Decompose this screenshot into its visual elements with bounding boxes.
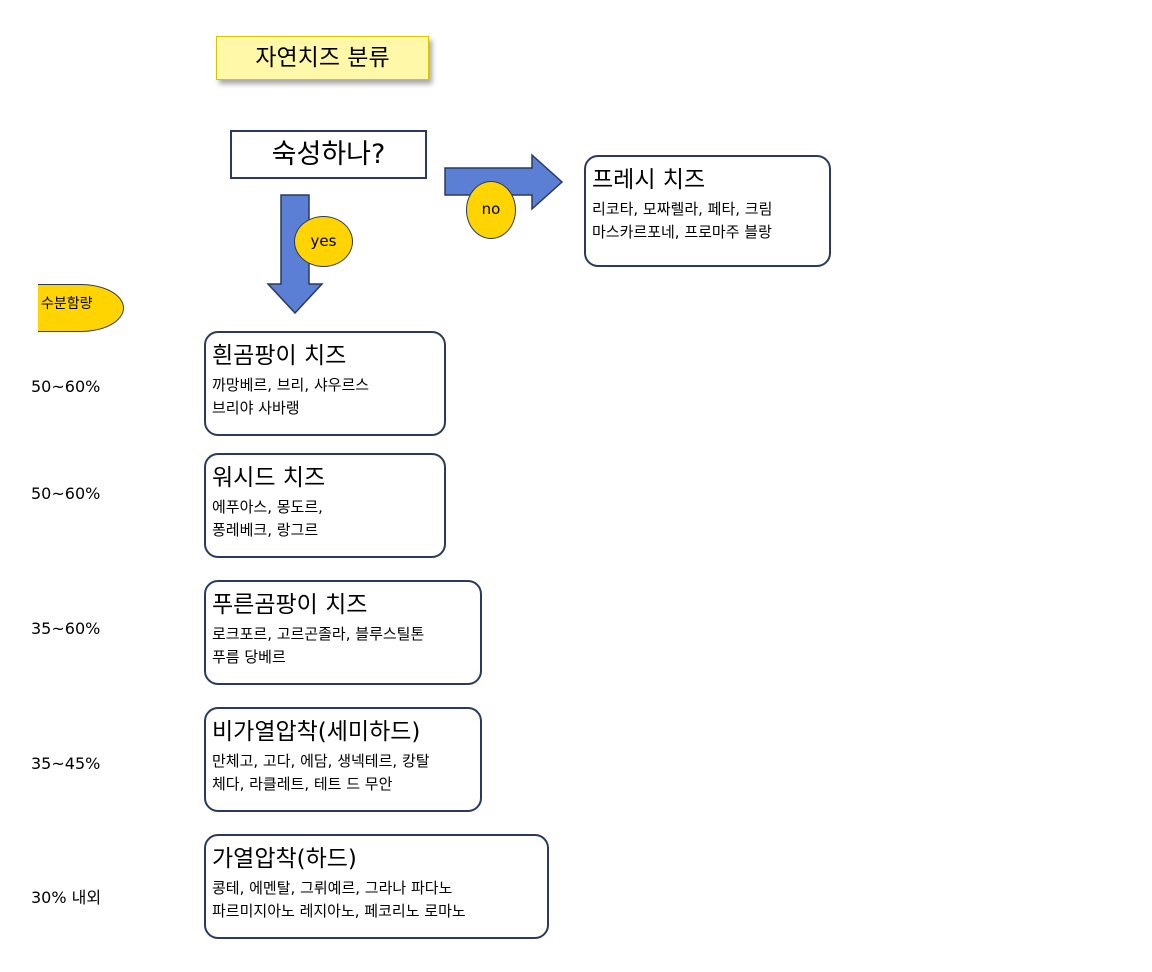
category-examples-line1: 에푸아스, 몽도르, [212,498,323,516]
ripening-question-box: 숙성하나? [230,130,427,179]
category-examples-line1: 콩테, 에멘탈, 그뤼예르, 그라나 파다노 [212,879,453,897]
fresh-cheese-box: 프레시 치즈 리코타, 모짜렐라, 페타, 크림 마스카르포네, 프로마주 블랑 [584,155,831,267]
moisture-value: 50~60% [31,377,101,396]
category-title: 워시드 치즈 [212,465,326,491]
yes-label-ellipse: yes [294,216,353,267]
category-examples-line1: 로크포르, 고르곤졸라, 블루스틸톤 [212,625,425,643]
diagram-title: 자연치즈 분류 [216,36,429,80]
category-title: 흰곰팡이 치즈 [212,343,347,369]
category-card-white-mold: 흰곰팡이 치즈 까망베르, 브리, 샤우르스 브리야 사바랭 [204,331,446,436]
no-label-ellipse: no [466,181,516,239]
category-card-washed: 워시드 치즈 에푸아스, 몽도르, 퐁레베크, 랑그르 [204,453,446,558]
category-card-hard: 가열압착(하드) 콩테, 에멘탈, 그뤼예르, 그라나 파다노 파르미지아노 레… [204,834,549,939]
fresh-cheese-line2: 마스카르포네, 프로마주 블랑 [592,223,772,241]
category-examples-line2: 퐁레베크, 랑그르 [212,521,319,539]
moisture-label-ellipse: 수분함량 [38,284,124,332]
category-examples-line1: 만체고, 고다, 에담, 생넥테르, 캉탈 [212,752,430,770]
category-title: 비가열압착(세미하드) [212,719,421,745]
category-examples-line2: 푸름 당베르 [212,648,286,666]
moisture-value: 35~60% [31,619,101,638]
category-examples-line2: 브리야 사바랭 [212,399,300,417]
fresh-cheese-line1: 리코타, 모짜렐라, 페타, 크림 [592,200,773,218]
no-arrow [444,153,564,211]
category-card-blue-mold: 푸른곰팡이 치즈 로크포르, 고르곤졸라, 블루스틸톤 푸름 당베르 [204,580,482,685]
category-examples-line2: 체다, 라클레트, 테트 드 무안 [212,775,393,793]
moisture-value: 35~45% [31,754,101,773]
category-examples-line2: 파르미지아노 레지아노, 페코리노 로마노 [212,902,466,920]
fresh-cheese-title: 프레시 치즈 [592,167,706,193]
moisture-value: 30% 내외 [31,888,102,907]
category-card-semi-hard: 비가열압착(세미하드) 만체고, 고다, 에담, 생넥테르, 캉탈 체다, 라클… [204,707,482,812]
category-title: 푸른곰팡이 치즈 [212,592,368,618]
moisture-value: 50~60% [31,484,101,503]
category-title: 가열압착(하드) [212,846,357,872]
category-examples-line1: 까망베르, 브리, 샤우르스 [212,376,370,394]
